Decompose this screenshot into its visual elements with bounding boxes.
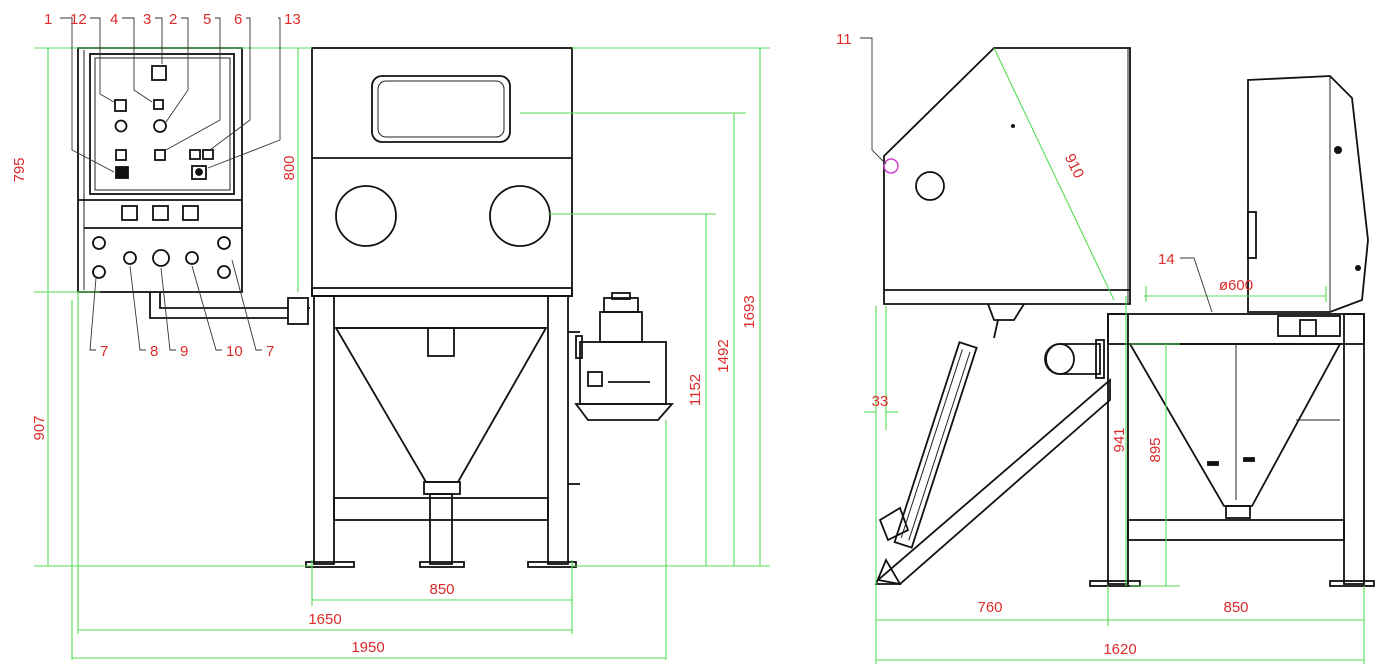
callout-13: 13 (284, 11, 301, 28)
dim-941: 941 (1111, 427, 1128, 452)
callout-leaders (60, 17, 1213, 351)
dimension-labels: 795 907 800 1152 1492 1693 850 1650 1950… (11, 151, 1253, 658)
dim-795: 795 (11, 157, 28, 182)
dim-1650: 1650 (308, 611, 341, 628)
switch-4 (153, 99, 164, 110)
dim-1693: 1693 (741, 295, 758, 328)
dim-850-side: 850 (1223, 599, 1248, 616)
leg-left (313, 295, 335, 565)
dim-850-front: 850 (429, 581, 454, 598)
dim-800: 800 (281, 155, 298, 180)
callout-4: 4 (110, 11, 118, 28)
highlight-circle-11 (883, 158, 899, 174)
diagonal-brace (875, 378, 1111, 585)
blast-cabinet (305, 47, 580, 568)
callout-11: 11 (836, 31, 852, 48)
callout-labels: 1 12 4 3 2 5 6 13 7 8 9 10 7 11 14 (44, 11, 1175, 360)
knob-2 (153, 119, 167, 133)
side-glove-port (915, 171, 945, 201)
callout-9: 9 (180, 343, 188, 360)
callout-3: 3 (143, 11, 151, 28)
dim-33: 33 (872, 393, 889, 410)
callout-12: 12 (70, 11, 87, 28)
control-panel (77, 47, 310, 325)
leg-right (547, 295, 569, 565)
switch-1 (115, 149, 127, 161)
motor (599, 311, 643, 343)
callout-10: 10 (226, 343, 243, 360)
indicator-3 (151, 65, 167, 81)
callout-1: 1 (44, 11, 52, 28)
dimension-lines (34, 47, 1365, 664)
callout-2: 2 (169, 11, 177, 28)
side-console (1247, 75, 1369, 313)
switch-12 (114, 99, 127, 112)
collector-shelf (574, 403, 674, 421)
switch-6 (154, 149, 166, 161)
switch-13b (202, 149, 214, 160)
meter-3 (182, 205, 199, 221)
side-cabinet (883, 47, 1131, 305)
front-view (77, 47, 674, 568)
knob-left (114, 119, 128, 133)
dim-910: 910 (1061, 151, 1087, 181)
viewing-window (371, 75, 511, 143)
glove-port-left (335, 185, 397, 247)
dim-907: 907 (31, 415, 48, 440)
side-hopper (1128, 343, 1342, 507)
switch-13a (189, 149, 201, 160)
cabinet-body (311, 47, 573, 297)
dust-collector (574, 292, 674, 421)
callout-8: 8 (150, 343, 158, 360)
dim-760: 760 (977, 599, 1002, 616)
glove-port-right (489, 185, 551, 247)
dim-1152: 1152 (687, 374, 704, 406)
side-duct (1044, 343, 1101, 375)
dim-1492: 1492 (715, 339, 732, 372)
callout-5: 5 (203, 11, 211, 28)
callout-6: 6 (234, 11, 242, 28)
dim-895: 895 (1147, 437, 1164, 462)
side-leg-rear (1343, 313, 1365, 585)
dim-1620: 1620 (1103, 641, 1136, 658)
dim-600: ø600 (1219, 277, 1253, 294)
hopper (334, 327, 548, 483)
side-view (874, 47, 1375, 587)
callout-7-right: 7 (266, 343, 274, 360)
gas-strut (893, 341, 978, 549)
callout-14: 14 (1158, 251, 1175, 268)
callout-7-left: 7 (100, 343, 108, 360)
dim-1950: 1950 (351, 639, 384, 656)
switch-black (115, 166, 129, 179)
meter-2 (152, 205, 169, 221)
meter-1 (121, 205, 138, 221)
